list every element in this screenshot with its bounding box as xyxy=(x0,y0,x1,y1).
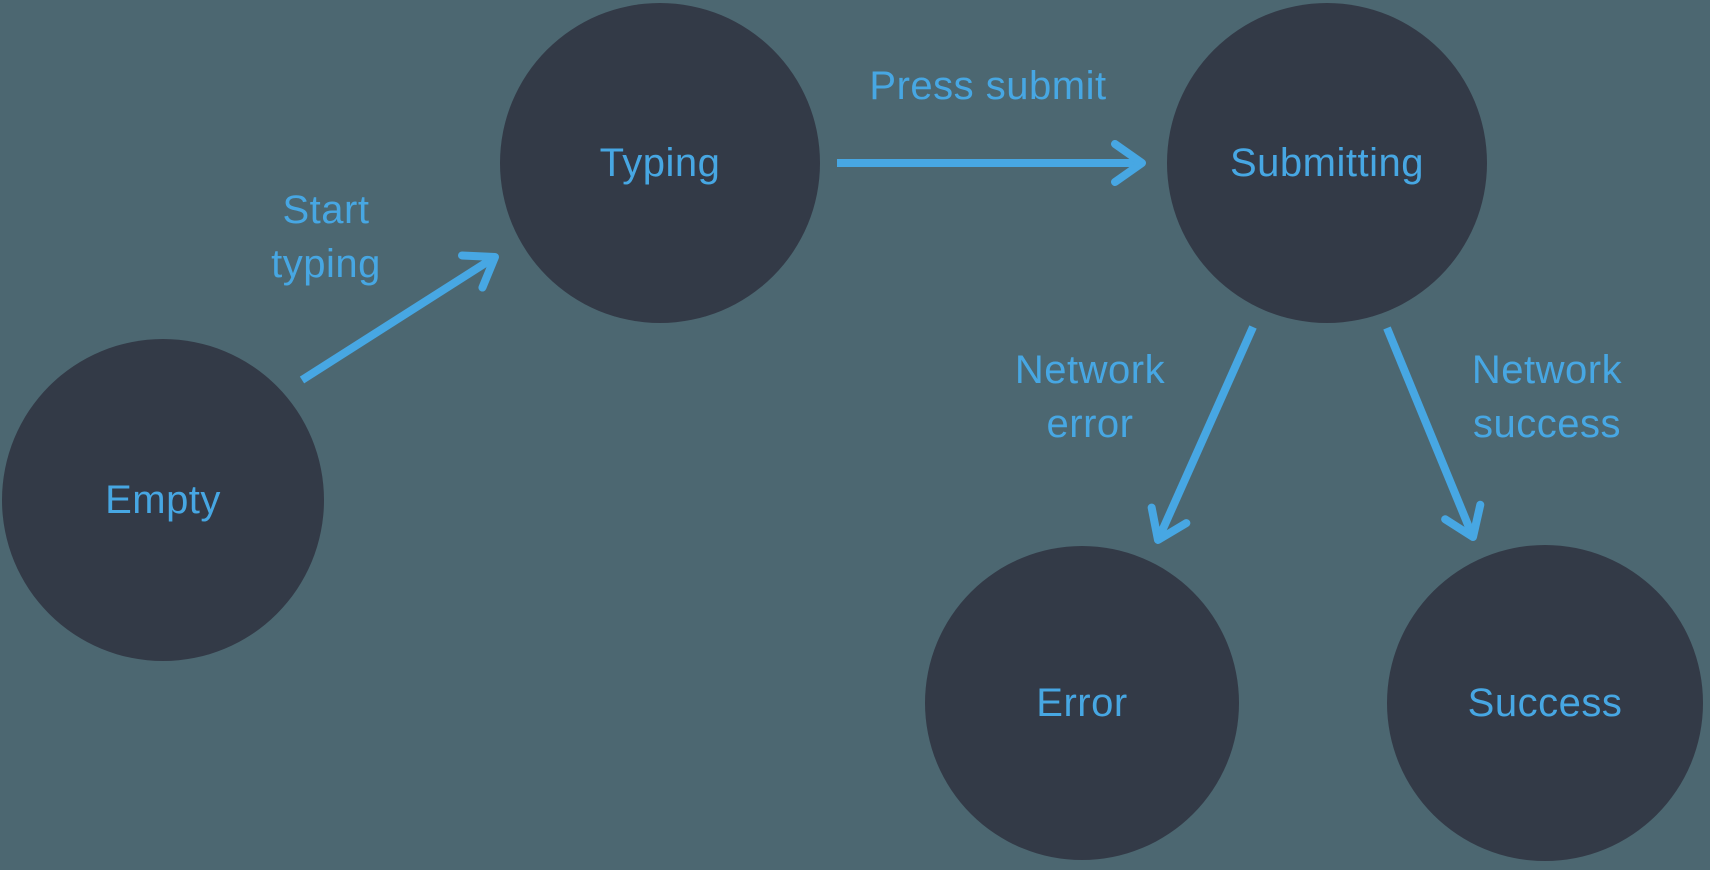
state-label-typing: Typing xyxy=(599,140,721,185)
state-node-success: Success xyxy=(1387,545,1703,861)
arrow-network-success xyxy=(1383,326,1485,541)
transition-label-network-success: Network success xyxy=(1471,348,1623,446)
transition-label-start-typing: Start typing xyxy=(271,188,381,286)
state-node-error: Error xyxy=(925,546,1239,860)
transition-label-press-submit: Press submit xyxy=(869,64,1107,108)
state-label-success: Success xyxy=(1467,680,1623,725)
state-label-submitting: Submitting xyxy=(1230,140,1424,185)
state-node-typing: Typing xyxy=(500,3,820,323)
state-label-empty: Empty xyxy=(105,477,221,522)
state-label-error: Error xyxy=(1036,680,1128,725)
state-node-submitting: Submitting xyxy=(1167,3,1487,323)
arrow-network-error xyxy=(1147,325,1257,544)
transition-label-network-error: Network error xyxy=(1014,348,1166,446)
state-node-empty: Empty xyxy=(2,339,324,661)
